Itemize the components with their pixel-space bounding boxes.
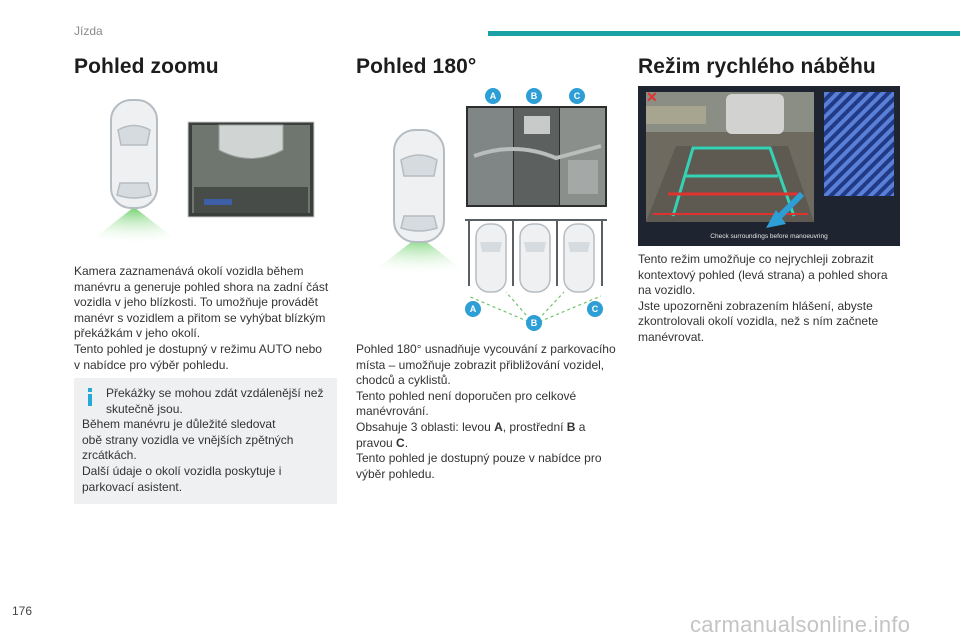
text-line: výběr pohledu.: [356, 466, 435, 481]
area-a: A: [494, 419, 503, 434]
zoom-view-description: Kamera zaznamenává okolí vozidla během m…: [74, 264, 344, 373]
watermark: carmanualsonline.info: [690, 612, 911, 637]
area-c: C: [396, 435, 405, 450]
quick-start-description: Tento režim umožňuje co nejrychleji zobr…: [638, 252, 908, 346]
camera-field-icon: [361, 236, 477, 281]
camera-180-image: [466, 106, 607, 207]
text-line: manévrovat.: [638, 329, 705, 344]
text-line: Tento pohled je dostupný pouze v nabídce…: [356, 451, 602, 466]
text-line: skutečně jsou.: [106, 401, 183, 416]
column-180-view: Pohled 180°: [356, 55, 621, 79]
camera-field-icon: [79, 207, 189, 250]
text-line: Tento pohled je dostupný v režimu AUTO n…: [74, 341, 322, 356]
heading-zoom-view: Pohled zoomu: [74, 55, 219, 78]
top-view-blank-icon: [824, 92, 894, 196]
section-label: Jízda: [74, 24, 103, 38]
label-badge-b-bottom: [526, 315, 542, 331]
heading-quick-start: Režim rychlého náběhu: [638, 55, 876, 78]
heading-180-view: Pohled 180°: [356, 55, 477, 78]
areas-line-2: pravou C.: [356, 436, 626, 452]
text-line: Pohled 180° usnadňuje vycouvání z parkov…: [356, 342, 616, 356]
text-span: a: [575, 419, 586, 434]
text-line: zkontrolovali okolí vozidla, než s ním z…: [638, 314, 879, 329]
label-badge-a-bottom: [465, 301, 481, 317]
header-accent-bar: [488, 31, 960, 36]
column-zoom-view: Pohled zoomu: [74, 55, 339, 79]
text-span: .: [404, 435, 409, 450]
page-number: 176: [12, 604, 33, 618]
info-note: Překážky se mohou zdát vzdálenější než s…: [74, 378, 337, 504]
text-line: vozidla v jeho blízkosti. To umožňuje pr…: [74, 295, 318, 310]
text-line: v nabídce pro výběr pohledu.: [74, 357, 229, 372]
text-line: chodců a cyklistů.: [356, 373, 451, 388]
text-line: Překážky se mohou zdát vzdálenější než: [106, 386, 324, 400]
text-span: , prostřední: [502, 419, 567, 434]
info-note-text: Překážky se mohou zdát vzdálenější než s…: [82, 386, 332, 495]
text-line: místa – umožňuje zobrazit přibližování v…: [356, 357, 605, 372]
area-b: B: [566, 419, 576, 434]
text-line: manévr s vozidlem a přitom se vyhýbat bl…: [74, 310, 326, 325]
text-line: Další údaje o okolí vozidla poskytuje i: [82, 463, 282, 478]
label-a-bottom: A: [470, 304, 477, 314]
label-a: A: [490, 91, 497, 101]
text-line: manévrování.: [356, 404, 429, 419]
text-line: Jste upozorněni zobrazením hlášení, abys…: [638, 298, 873, 313]
pointer-arrow-icon: [766, 191, 805, 228]
label-badge-a: [485, 88, 501, 104]
view-180-description: Pohled 180° usnadňuje vycouvání z parkov…: [356, 342, 626, 482]
text-span: Obsahuje 3 oblasti: levou: [356, 419, 495, 434]
view-180-illustration: A B C A B C: [361, 88, 607, 331]
close-icon: ✕: [646, 89, 658, 105]
text-line: parkovací asistent.: [82, 479, 183, 494]
label-c-bottom: C: [592, 304, 599, 314]
label-badge-c: [569, 88, 585, 104]
text-line: Kamera zaznamenává okolí vozidla během: [74, 264, 304, 278]
text-line: manévru a generuje pohled shora na zadní…: [74, 279, 329, 294]
text-line: Tento pohled není doporučen pro celkové: [356, 388, 577, 403]
label-c: C: [574, 91, 581, 101]
column-quick-start: Režim rychlého náběhu: [638, 55, 903, 79]
text-line: na vozidlo.: [638, 283, 696, 298]
text-line: obě strany vozidla ve vnějších zpětných: [82, 432, 294, 447]
label-badge-b: [526, 88, 542, 104]
label-b: B: [531, 91, 538, 101]
parking-bays: [465, 219, 607, 293]
zoom-view-illustration: [79, 99, 315, 250]
rear-camera-image: [646, 92, 814, 222]
quick-start-screen: ✕ Check surroundings before manoeuvring: [638, 86, 900, 246]
info-icon: [88, 388, 92, 406]
text-line: překážkám v jeho okolí.: [74, 326, 201, 341]
text-line: Tento režim umožňuje co nejrychleji zobr…: [638, 252, 874, 266]
car-top-view-icon: [393, 129, 445, 243]
areas-line: Obsahuje 3 oblasti: levou A, prostřední …: [356, 420, 626, 436]
text-line: Během manévru je důležité sledovat: [82, 417, 276, 432]
car-top-view-icon: [110, 99, 158, 209]
text-span: pravou: [356, 435, 397, 450]
text-line: kontextový pohled (levá strana) a pohled…: [638, 267, 888, 282]
label-badge-c-bottom: [587, 301, 603, 317]
text-line: zrcátkách.: [82, 448, 137, 463]
label-b-bottom: B: [531, 318, 538, 328]
screen-caption: Check surroundings before manoeuvring: [710, 233, 828, 240]
zoom-camera-image: [187, 121, 315, 218]
